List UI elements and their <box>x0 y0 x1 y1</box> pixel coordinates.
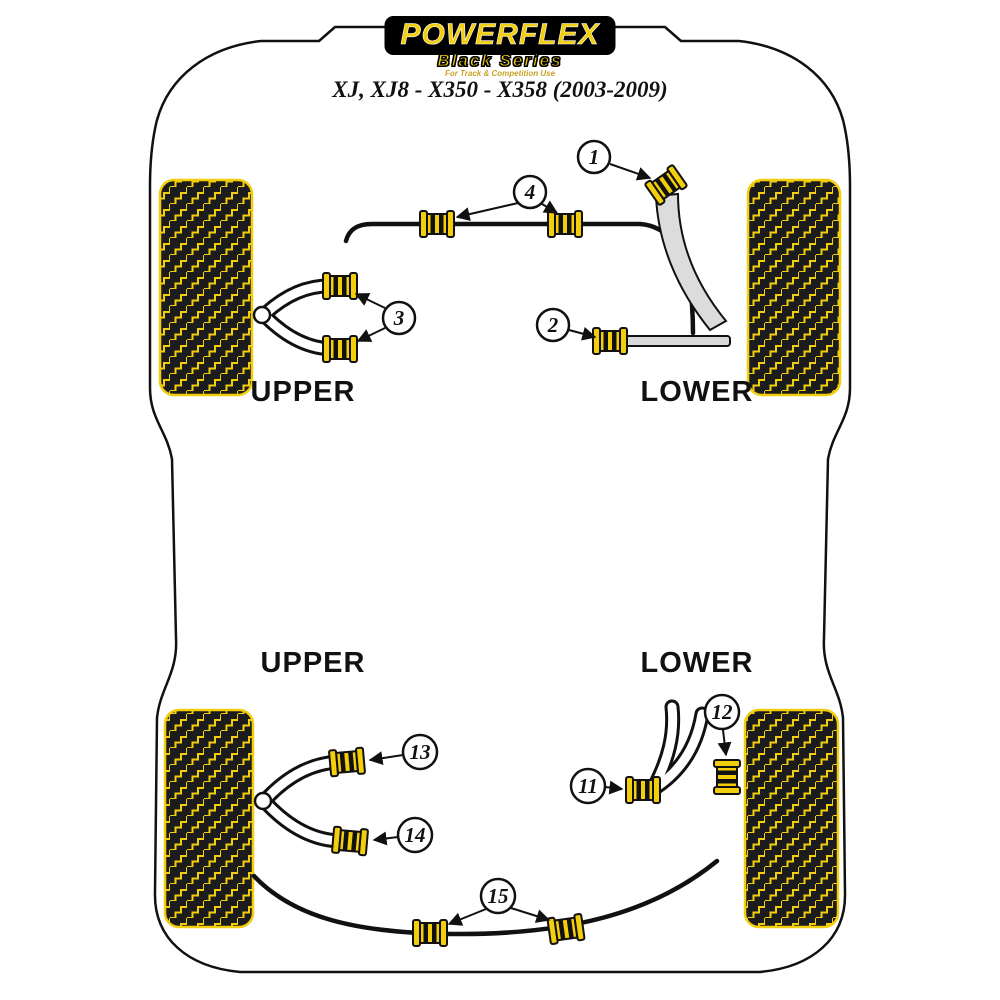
bushing-3b <box>322 335 358 363</box>
powerflex-logo: POWERFLEX Black Series For Track & Compe… <box>384 16 616 78</box>
front-left-tire <box>158 178 254 397</box>
bushing-12 <box>713 759 741 795</box>
callout-3: 3 <box>354 293 417 342</box>
svg-text:3: 3 <box>393 306 405 330</box>
svg-text:15: 15 <box>488 884 509 908</box>
ball-joint <box>253 791 273 811</box>
svg-text:14: 14 <box>405 823 426 847</box>
bushing-14 <box>330 825 370 857</box>
bushing-15a <box>412 919 448 947</box>
bushing-4a <box>419 210 455 238</box>
svg-text:4: 4 <box>524 180 536 204</box>
callout-14: 14 <box>372 816 434 854</box>
bushing-4b <box>547 210 583 238</box>
front-strut-arm <box>654 192 728 332</box>
callout-1: 1 <box>576 139 652 181</box>
brand-wordmark: POWERFLEX <box>400 18 600 51</box>
callout-4: 4 <box>455 174 559 222</box>
callout-12: 12 <box>703 693 741 757</box>
callout-13: 13 <box>368 733 439 771</box>
front-right-tire <box>746 178 842 397</box>
rear-left-tire <box>163 708 255 929</box>
svg-text:1: 1 <box>589 145 600 169</box>
svg-text:13: 13 <box>410 740 431 764</box>
bushing-2 <box>592 327 628 355</box>
front-suspension: 1 4 3 2 UPPER LOWER <box>251 139 754 408</box>
bushing-13 <box>327 746 367 778</box>
powerflex-logo-box: POWERFLEX <box>384 16 616 55</box>
callout-2: 2 <box>535 307 597 343</box>
rear-right-tire <box>743 708 840 929</box>
bushing-3a <box>322 272 358 300</box>
rear-suspension: UPPER LOWER <box>251 647 754 947</box>
svg-text:11: 11 <box>578 774 598 798</box>
ball-joint <box>252 305 272 325</box>
logo-tagline: For Track & Competition Use <box>444 69 556 78</box>
callout-11: 11 <box>569 767 624 805</box>
bushing-11 <box>625 776 661 804</box>
front-lower-arm-bar <box>615 335 731 347</box>
rear-upper-label: UPPER <box>261 647 366 679</box>
black-series-wordmark: Black Series <box>437 51 563 70</box>
rear-anti-roll-bar <box>251 858 720 937</box>
svg-text:2: 2 <box>547 313 559 337</box>
bushing-15b <box>546 912 586 946</box>
front-upper-label: UPPER <box>251 376 356 408</box>
page-title: XJ, XJ8 - X350 - X358 (2003-2009) <box>331 77 667 102</box>
rear-lower-label: LOWER <box>641 647 754 679</box>
callout-15: 15 <box>447 877 551 926</box>
svg-text:12: 12 <box>712 700 734 724</box>
front-lower-label: LOWER <box>641 376 754 408</box>
